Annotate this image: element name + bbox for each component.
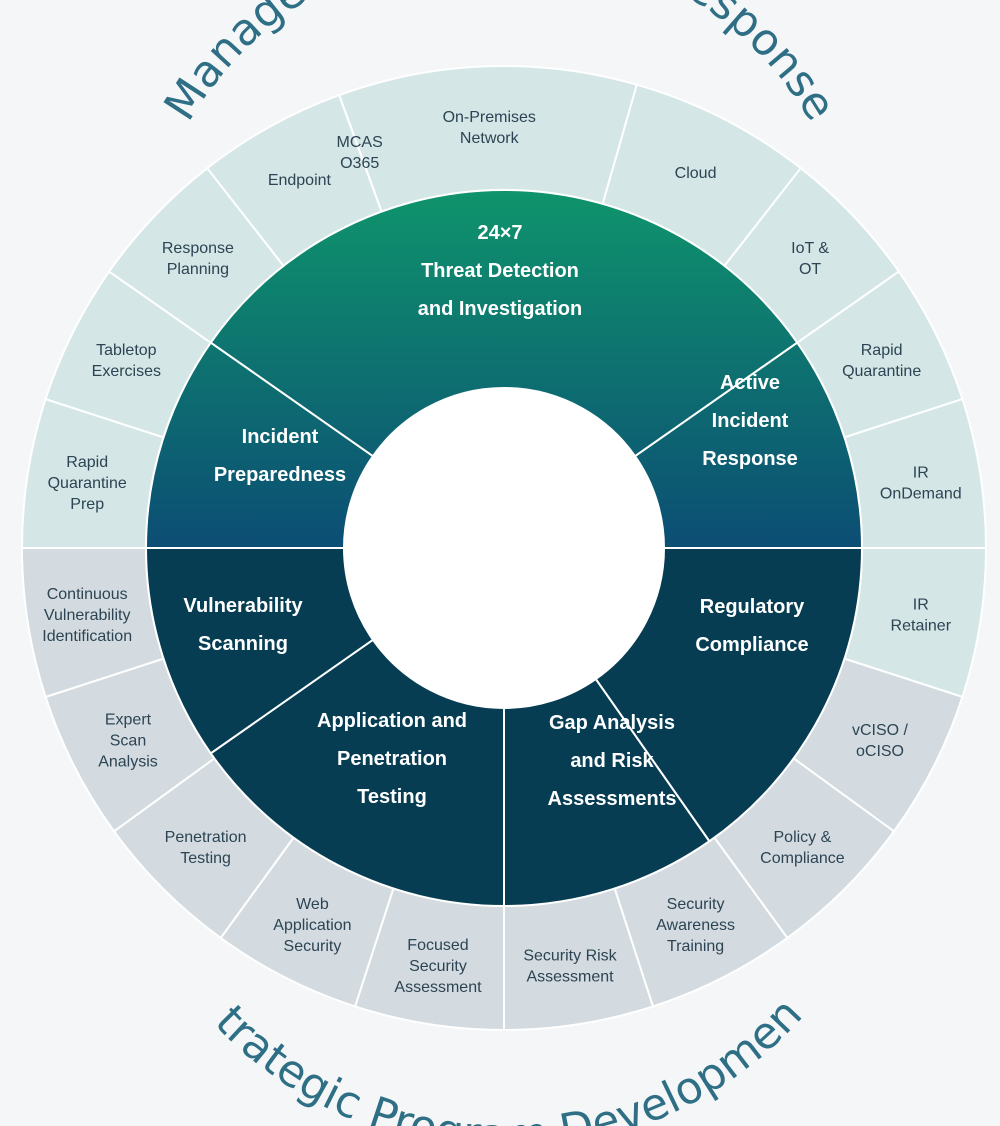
- outer-label-line: On-Premises: [443, 109, 536, 126]
- inner-label-line: and Investigation: [418, 298, 582, 320]
- outer-label-line: Compliance: [760, 850, 845, 867]
- outer-label-line: IoT &: [791, 240, 829, 257]
- outer-label-line: O365: [340, 155, 379, 172]
- outer-label-line: Analysis: [98, 754, 158, 771]
- outer-label-line: Quarantine: [842, 363, 921, 380]
- outer-label-line: OT: [799, 261, 821, 278]
- outer-label-line: Quarantine: [48, 475, 127, 492]
- outer-label-line: Rapid: [861, 342, 903, 359]
- outer-label-line: Rapid: [66, 454, 108, 471]
- inner-label-line: Vulnerability: [183, 595, 303, 617]
- inner-label-line: Testing: [357, 786, 427, 808]
- outer-label-line: Testing: [180, 850, 231, 867]
- outer-label-line: IR: [913, 464, 929, 481]
- outer-label-line: Awareness: [656, 917, 735, 934]
- outer-label-iot-ot: IoT & OT: [791, 240, 829, 278]
- outer-label-line: oCISO: [856, 743, 904, 760]
- outer-label-line: Security: [409, 958, 467, 975]
- outer-label-line: vCISO /: [852, 722, 909, 739]
- outer-label-line: Policy &: [774, 829, 832, 846]
- outer-label-line: Vulnerability: [44, 607, 131, 624]
- outer-label-line: Web: [296, 896, 329, 913]
- inner-label-line: 24×7: [477, 222, 522, 244]
- outer-label-line: OnDemand: [880, 485, 962, 502]
- outer-label-line: Assessment: [394, 979, 482, 996]
- outer-label-policy-compliance: Policy & Compliance: [760, 829, 845, 867]
- outer-label-mcas-o365: MCAS O365: [337, 134, 383, 172]
- inner-label-line: Incident: [242, 426, 319, 448]
- outer-label-line: Expert: [105, 712, 152, 729]
- outer-label-line: Application: [273, 917, 351, 934]
- outer-label-line: Identification: [42, 628, 132, 645]
- outer-label-line: Cloud: [675, 165, 717, 182]
- outer-label-line: Assessment: [526, 968, 614, 985]
- outer-label-line: Retainer: [891, 618, 952, 635]
- inner-label-line: Assessments: [548, 788, 677, 810]
- outer-label-endpoint: Endpoint: [268, 172, 332, 189]
- outer-label-line: IR: [913, 597, 929, 614]
- outer-label-line: Tabletop: [96, 342, 157, 359]
- inner-label-line: Scanning: [198, 633, 288, 655]
- inner-label-line: Compliance: [695, 634, 808, 656]
- outer-label-line: Planning: [167, 261, 229, 278]
- inner-ring: [144, 189, 864, 908]
- outer-label-line: Scan: [110, 733, 146, 750]
- outer-label-line: Prep: [70, 496, 104, 513]
- outer-label-line: Training: [667, 938, 724, 955]
- outer-label-ir-retainer: IR Retainer: [891, 597, 952, 635]
- outer-label-line: Continuous: [47, 586, 128, 603]
- outer-label-cloud: Cloud: [675, 165, 717, 182]
- inner-label-line: Response: [702, 448, 798, 470]
- outer-label-line: MCAS: [337, 134, 383, 151]
- outer-label-line: Focused: [407, 937, 468, 954]
- outer-label-line: Penetration: [165, 829, 247, 846]
- inner-label-line: and Risk: [570, 750, 654, 772]
- outer-label-line: Response: [162, 240, 234, 257]
- inner-label-line: Active: [720, 372, 780, 394]
- inner-label-line: Gap Analysis: [549, 712, 675, 734]
- outer-label-vciso-ociso: vCISO / oCISO: [852, 722, 909, 760]
- outer-label-line: Exercises: [92, 363, 161, 380]
- inner-label-line: Incident: [712, 410, 789, 432]
- outer-label-line: Endpoint: [268, 172, 332, 189]
- outer-label-line: Security: [667, 896, 725, 913]
- outer-label-line: Network: [460, 130, 520, 147]
- inner-label-line: Application and: [317, 710, 467, 732]
- inner-label-line: Preparedness: [214, 464, 346, 486]
- outer-label-line: Security: [284, 938, 342, 955]
- center-circle: [344, 388, 664, 708]
- inner-label-line: Penetration: [337, 748, 447, 770]
- outer-label-line: Security Risk: [523, 947, 617, 964]
- inner-label-line: Regulatory: [700, 596, 805, 618]
- outer-label-ir-ondemand: IR OnDemand: [880, 464, 962, 502]
- inner-label-line: Threat Detection: [421, 260, 579, 282]
- outer-ring: [20, 65, 988, 1032]
